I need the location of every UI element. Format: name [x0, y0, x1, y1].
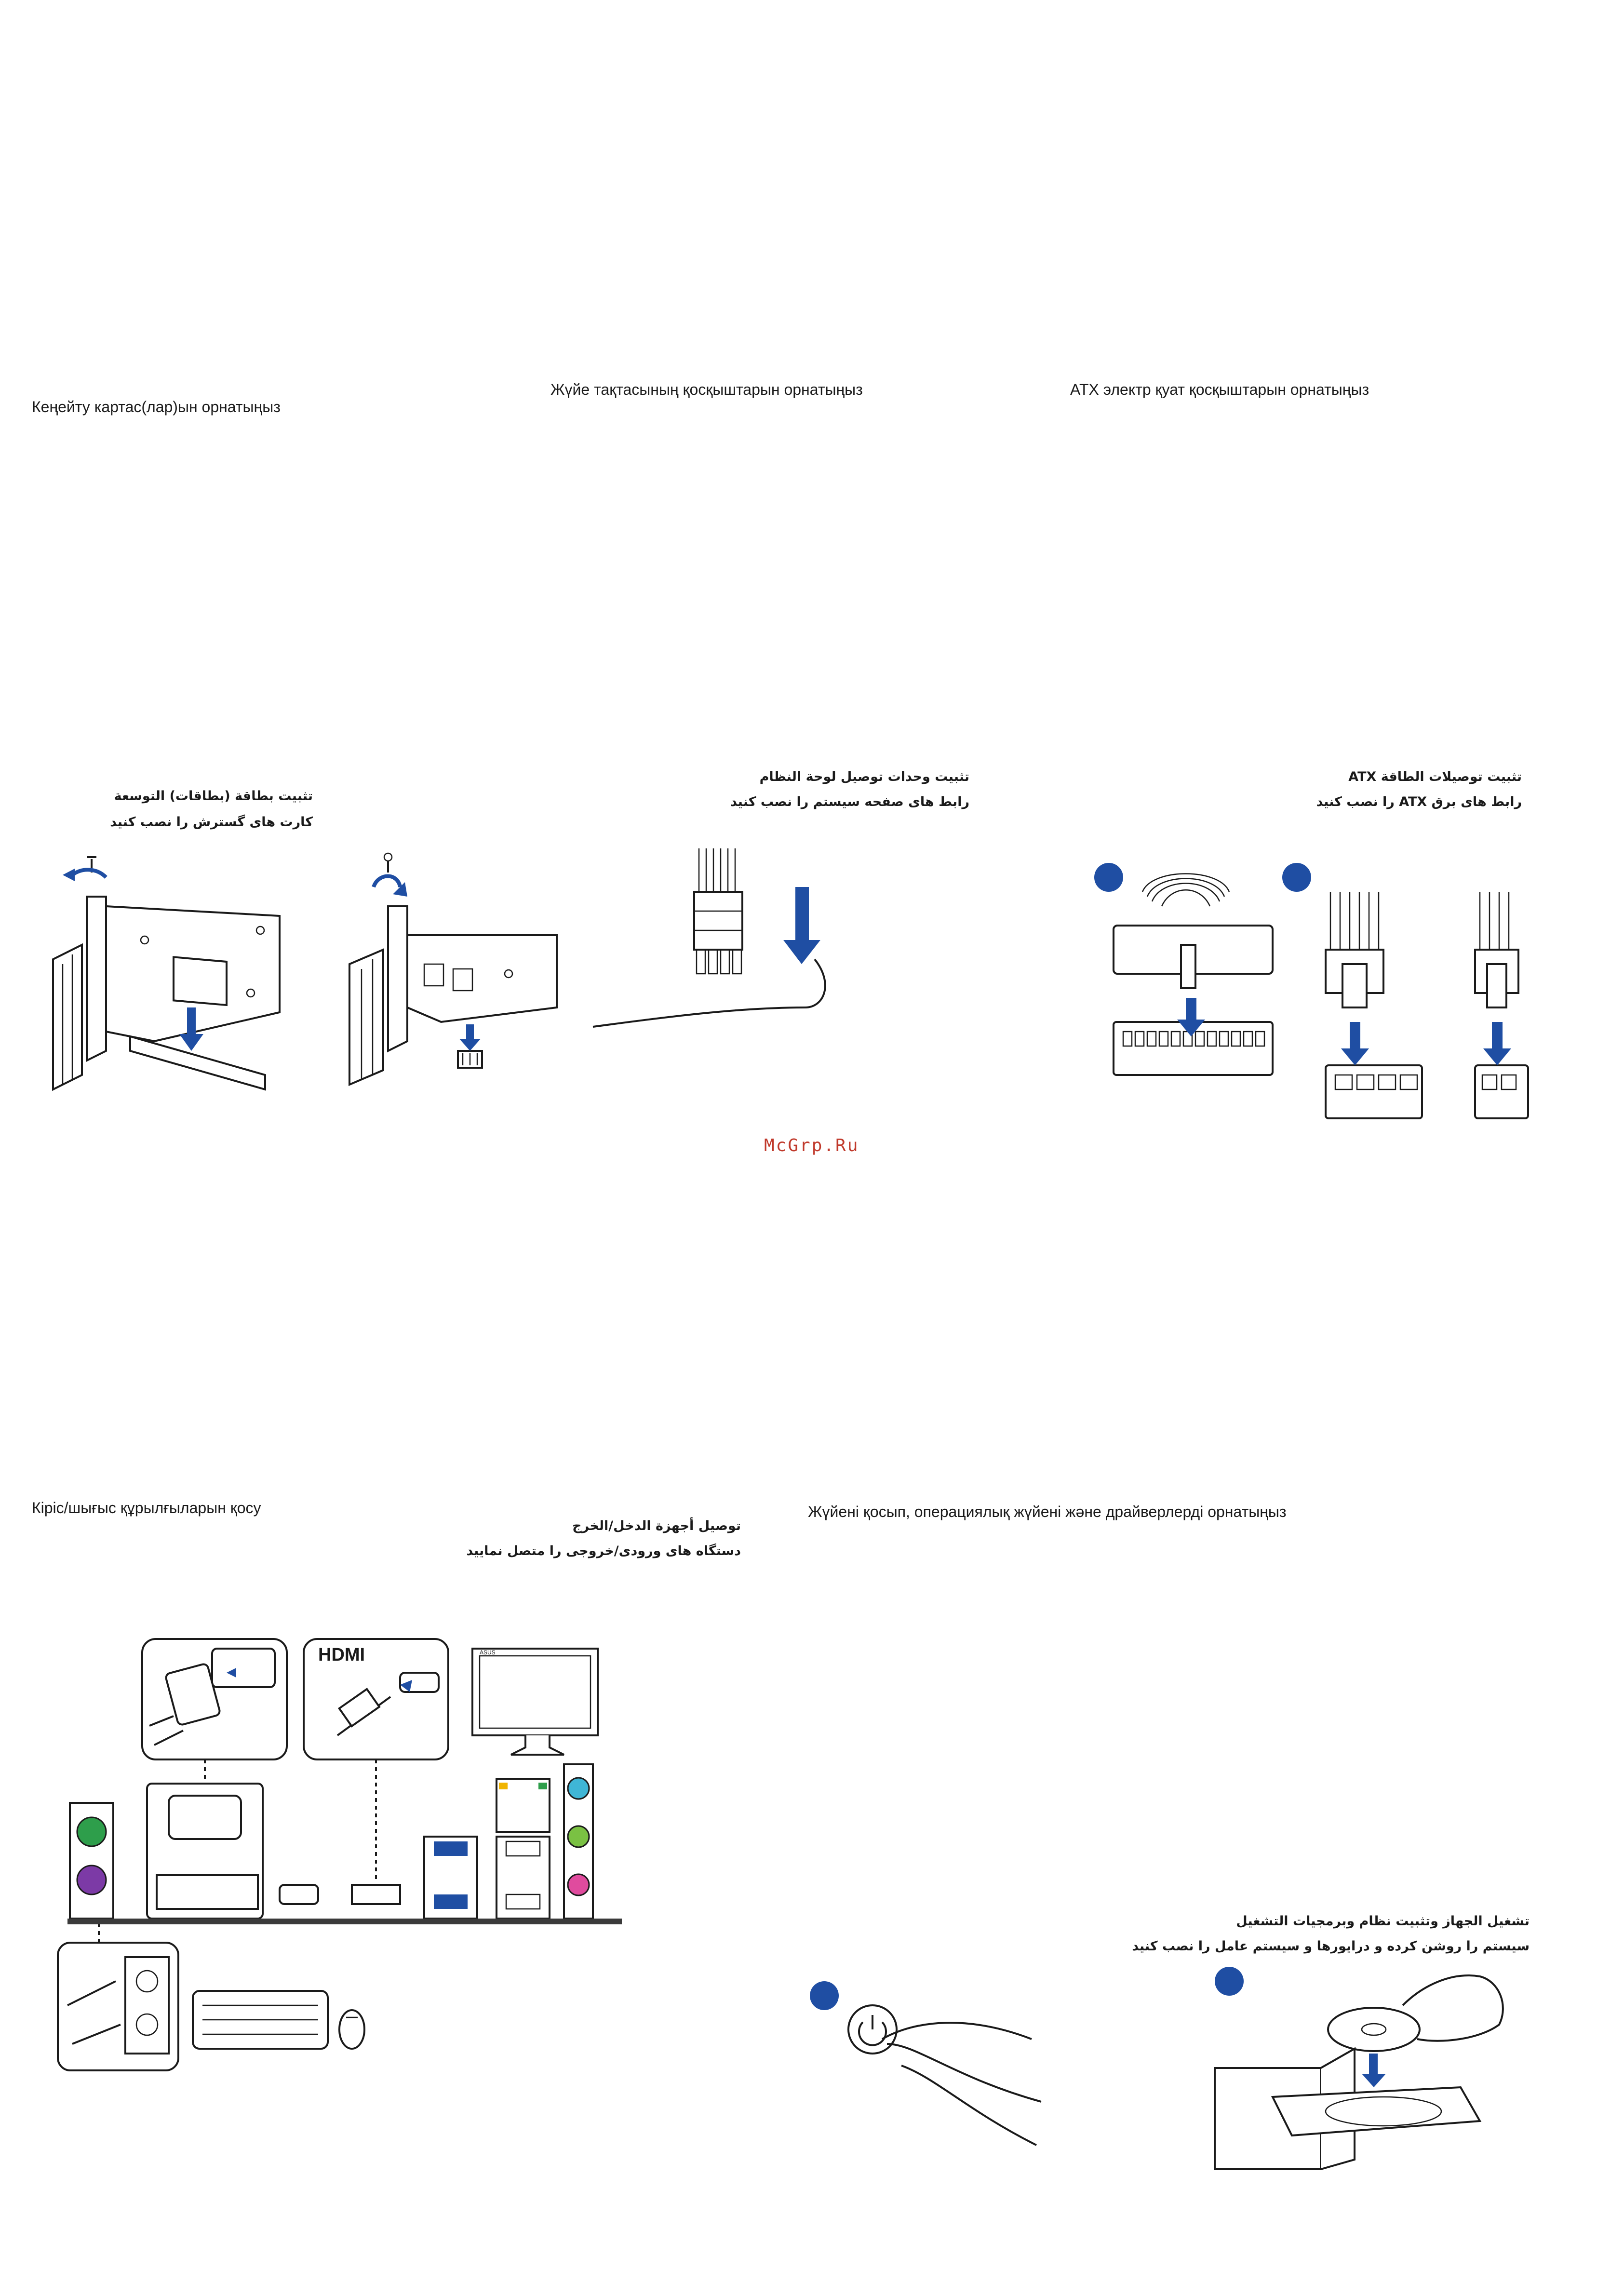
power-on-title-fa: سیستم را روشن کرده و درایورها و سیستم عا… — [1132, 1939, 1530, 1954]
atx-power-title-fa: رابط های برق ATX را نصب کنید — [1316, 794, 1522, 809]
expansion-title-ar: تثبيت بطاقة (بطاقات) التوسعة — [114, 789, 313, 804]
disc-icon — [1327, 2007, 1421, 2052]
system-panel-title: Жүйе тақтасының қосқыштарын орнатыңыз — [550, 381, 863, 398]
atx-power-title-ar: تثبيت توصيلات الطاقة ATX — [1348, 769, 1522, 784]
expansion-card-secure-illustration — [349, 852, 558, 1087]
dvi-port — [156, 1874, 259, 1910]
power-button-illustration — [810, 1981, 1042, 2146]
io-devices-title-fa: دستگاه های ورودی/خروجی را متصل نمایید — [466, 1544, 741, 1558]
audio-line-out-port — [567, 1825, 590, 1848]
audio-mic-port — [567, 1873, 590, 1896]
io-devices-title: Кіріс/шығыс құрылғыларын қосу — [32, 1499, 261, 1517]
displayport-port — [279, 1884, 319, 1905]
ps2-mouse-port — [76, 1816, 107, 1847]
io-panel-illustration: HDMI ASUS — [57, 1638, 622, 2071]
io-devices-title-ar: توصيل أجهزة الدخل/الخرج — [572, 1518, 741, 1533]
system-panel-title-fa: رابط های صفحه سیستم را نصب کنید — [730, 794, 969, 809]
step-2-badge — [1215, 1967, 1244, 1996]
expansion-title-fa: کارت های گسترش را نصب کنید — [110, 815, 313, 830]
optical-drive-illustration — [1214, 1967, 1504, 2170]
hdmi-port — [351, 1884, 401, 1905]
brand-logo: ASUS — [480, 1649, 496, 1656]
ps2-keyboard-port — [76, 1865, 107, 1895]
system-panel-title-ar: تثبيت وحدات توصيل لوحة النظام — [759, 769, 969, 784]
expansion-card-insert-illustration — [52, 856, 281, 1091]
atx-power-title: ATX электр қуат қосқыштарын орнатыңыз — [1070, 381, 1369, 398]
step-2-badge — [1282, 863, 1311, 892]
power-on-title: Жүйені қосып, операциялық жүйені және др… — [808, 1503, 1287, 1520]
mouse-icon — [338, 2009, 365, 2050]
audio-line-in-port — [567, 1777, 590, 1800]
step-1-badge — [1094, 863, 1123, 892]
system-panel-connector-illustration — [592, 848, 826, 1028]
atx-24pin-illustration — [1094, 863, 1274, 1076]
watermark: McGrp.Ru — [764, 1136, 859, 1155]
vga-port — [168, 1795, 242, 1840]
power-on-title-ar: تشغيل الجهاز وتثبيت نظام وبرمجيات التشغي… — [1236, 1914, 1530, 1929]
atx-cpu-power-illustration — [1282, 863, 1529, 1119]
expansion-title: Кеңейту картас(лар)ын орнатыңыз — [32, 398, 281, 416]
hdmi-logo: HDMI — [318, 1645, 365, 1665]
step-1-badge — [810, 1981, 839, 2010]
screw-icon — [383, 852, 393, 873]
monitor-icon: ASUS — [471, 1648, 599, 1756]
